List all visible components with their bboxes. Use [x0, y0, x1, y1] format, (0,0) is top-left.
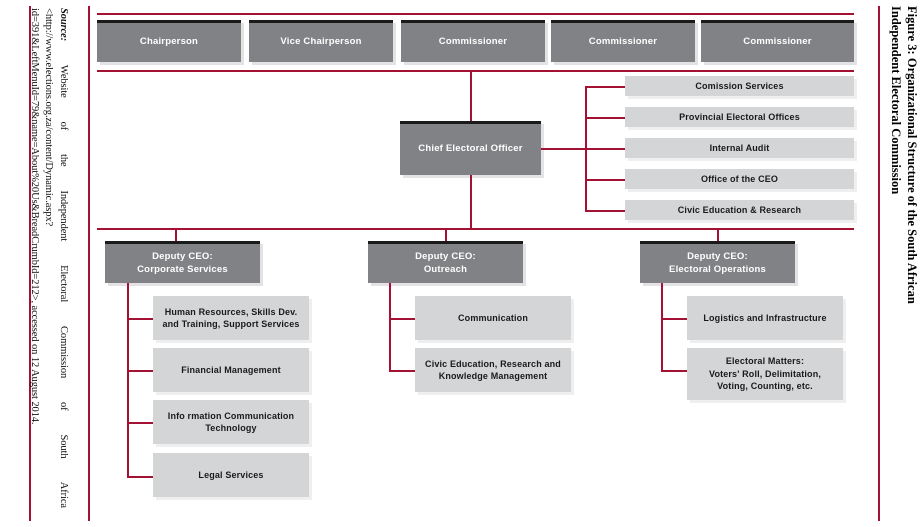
node-deputy-ceo-electoral-operations[interactable]: Deputy CEO: Electoral Operations — [640, 241, 795, 283]
connector-electoral-unit-2 — [661, 370, 687, 372]
node-deputy-ceo-outreach[interactable]: Deputy CEO: Outreach — [368, 241, 523, 283]
node-information-communication-technology[interactable]: Info rmation Communication Technology — [153, 400, 309, 444]
connector-bus-to-dceo-outreach — [445, 228, 447, 241]
connector-ceo-unit-4 — [585, 179, 625, 181]
connector-ceo-down — [470, 175, 472, 228]
node-chairperson[interactable]: Chairperson — [97, 20, 241, 62]
connector-ceo-unit-1 — [585, 86, 625, 88]
node-vice-chairperson[interactable]: Vice Chairperson — [249, 20, 393, 62]
source-label: Source: — [58, 8, 69, 42]
frame-left-rule — [29, 6, 31, 521]
connector-electoral-unit-1 — [661, 318, 687, 320]
node-logistics-and-infrastructure[interactable]: Logistics and Infrastructure — [687, 296, 843, 340]
connector-ceo-unit-3 — [585, 148, 625, 150]
connector-outreach-unit-1 — [389, 318, 415, 320]
connector-commission-bus — [97, 70, 854, 72]
connector-deputy-bus — [97, 228, 854, 230]
node-communication[interactable]: Communication — [415, 296, 571, 340]
node-civic-education-knowledge-management[interactable]: Civic Education, Research and Knowledge … — [415, 348, 571, 392]
connector-commission-to-ceo — [470, 70, 472, 121]
connector-corporate-unit-2 — [127, 370, 153, 372]
connector-corporate-trunk — [127, 283, 129, 478]
source-note: Source: Website of the Independent Elect… — [27, 8, 71, 508]
node-legal-services[interactable]: Legal Services — [153, 453, 309, 497]
node-office-of-the-ceo[interactable]: Office of the CEO — [625, 169, 854, 189]
frame-right-rule — [878, 6, 880, 521]
figure-title: Figure 3: Organizational Structure of th… — [889, 6, 919, 304]
connector-corporate-unit-3 — [127, 422, 153, 424]
source-text: Website of the Independent Electoral Com… — [29, 8, 69, 508]
connector-ceo-unit-2 — [585, 117, 625, 119]
connector-bus-to-dceo-corporate — [175, 228, 177, 241]
node-provincial-electoral-offices[interactable]: Provincial Electoral Offices — [625, 107, 854, 127]
node-civic-education-research[interactable]: Civic Education & Research — [625, 200, 854, 220]
connector-outreach-unit-2 — [389, 370, 415, 372]
node-deputy-ceo-corporate-services[interactable]: Deputy CEO: Corporate Services — [105, 241, 260, 283]
connector-ceo-right-stub — [541, 148, 586, 150]
node-financial-management[interactable]: Financial Management — [153, 348, 309, 392]
node-chief-electoral-officer[interactable]: Chief Electoral Officer — [400, 121, 541, 175]
connector-outreach-trunk — [389, 283, 391, 370]
node-commissioner-2[interactable]: Commissioner — [551, 20, 695, 62]
frame-mid-rule — [88, 6, 90, 521]
connector-bus-to-dceo-electoral — [717, 228, 719, 241]
connector-ceo-unit-5 — [585, 210, 625, 212]
node-electoral-matters[interactable]: Electoral Matters: Voters' Roll, Delimit… — [687, 348, 843, 400]
node-human-resources[interactable]: Human Resources, Skills Dev. and Trainin… — [153, 296, 309, 340]
node-commissioner-1[interactable]: Commissioner — [401, 20, 545, 62]
node-commissioner-3[interactable]: Commissioner — [701, 20, 854, 62]
connector-corporate-unit-4 — [127, 476, 153, 478]
node-comission-services[interactable]: Comission Services — [625, 76, 854, 96]
connector-corporate-unit-1 — [127, 318, 153, 320]
connector-electoral-trunk — [661, 283, 663, 370]
top-divider-rule — [97, 13, 854, 15]
node-internal-audit[interactable]: Internal Audit — [625, 138, 854, 158]
